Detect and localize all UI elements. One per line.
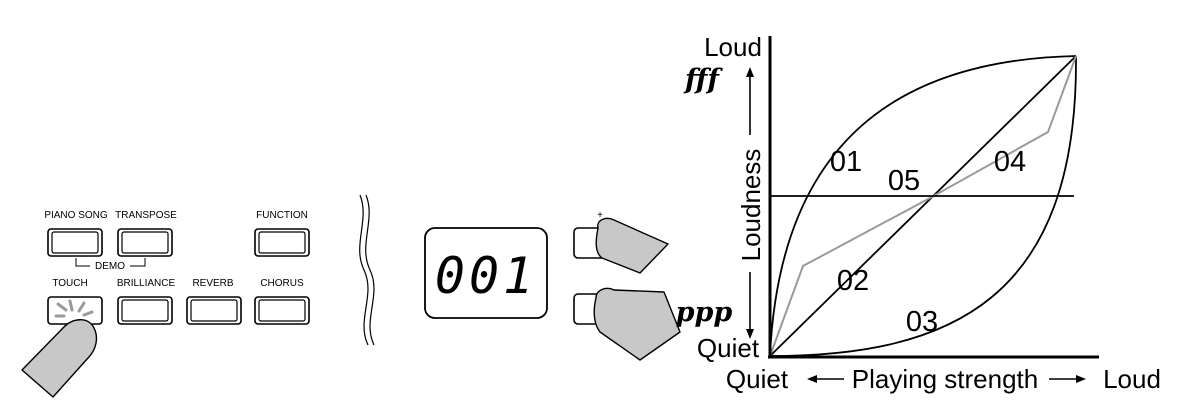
curve-01 <box>769 55 1077 357</box>
led-display: 001 <box>424 227 548 319</box>
stepper: + <box>573 210 681 361</box>
demo-bracket-left <box>75 258 90 267</box>
x-right-label: Loud <box>1103 364 1161 394</box>
x-left-label: Quiet <box>726 364 789 394</box>
velocity-curve-chart: 01 02 03 04 05 Loud fff ppp Quiet Loudne… <box>676 32 1161 394</box>
display-value: 001 <box>435 247 537 305</box>
piano-song-label: PIANO SONG <box>44 210 108 221</box>
piano-song-button-inner <box>51 231 99 254</box>
curve-03 <box>769 55 1077 357</box>
function-label: FUNCTION <box>256 210 308 221</box>
chorus-button[interactable] <box>254 296 310 325</box>
y-top-label: Loud <box>704 32 762 62</box>
reverb-button-inner <box>190 299 238 322</box>
transpose-label: TRANSPOSE <box>115 210 177 221</box>
function-button-inner <box>258 231 306 254</box>
finger-press-minus-icon <box>593 287 681 361</box>
brilliance-button[interactable] <box>117 296 173 325</box>
fff-label: fff <box>683 64 723 95</box>
curve-02 <box>769 55 1077 357</box>
brilliance-button-inner <box>121 299 169 322</box>
demo-label: DEMO <box>95 261 125 272</box>
chorus-label: CHORUS <box>260 278 304 289</box>
ppp-label: ppp <box>676 297 733 328</box>
break-lines-icon <box>359 194 375 346</box>
control-panel: PIANO SONG TRANSPOSE FUNCTION DEMO TOUCH… <box>21 210 310 398</box>
curve-label-01: 01 <box>830 146 862 178</box>
reverb-button[interactable] <box>186 296 242 325</box>
demo-bracket-right <box>130 258 146 267</box>
transpose-button-inner <box>121 231 169 254</box>
plus-label: + <box>597 210 603 221</box>
brilliance-label: BRILLIANCE <box>117 278 176 289</box>
x-axis-label: Playing strength <box>852 364 1038 394</box>
y-bottom-label: Quiet <box>697 333 760 363</box>
reverb-label: REVERB <box>192 278 233 289</box>
curve-label-03: 03 <box>906 306 938 338</box>
chorus-button-inner <box>258 299 306 322</box>
finger-press-plus-icon <box>595 217 669 274</box>
transpose-button[interactable] <box>117 228 173 257</box>
touch-label: TOUCH <box>52 278 87 289</box>
curve-label-02: 02 <box>837 265 869 297</box>
y-axis-label: Loudness <box>736 149 766 262</box>
finger-press-touch-icon <box>21 319 98 398</box>
piano-song-button[interactable] <box>47 228 103 257</box>
function-button[interactable] <box>254 228 310 257</box>
curve-04-05 <box>769 55 1077 357</box>
curve-label-05: 05 <box>888 165 920 197</box>
curve-label-04: 04 <box>994 146 1026 178</box>
blink-rays-icon <box>54 299 94 318</box>
